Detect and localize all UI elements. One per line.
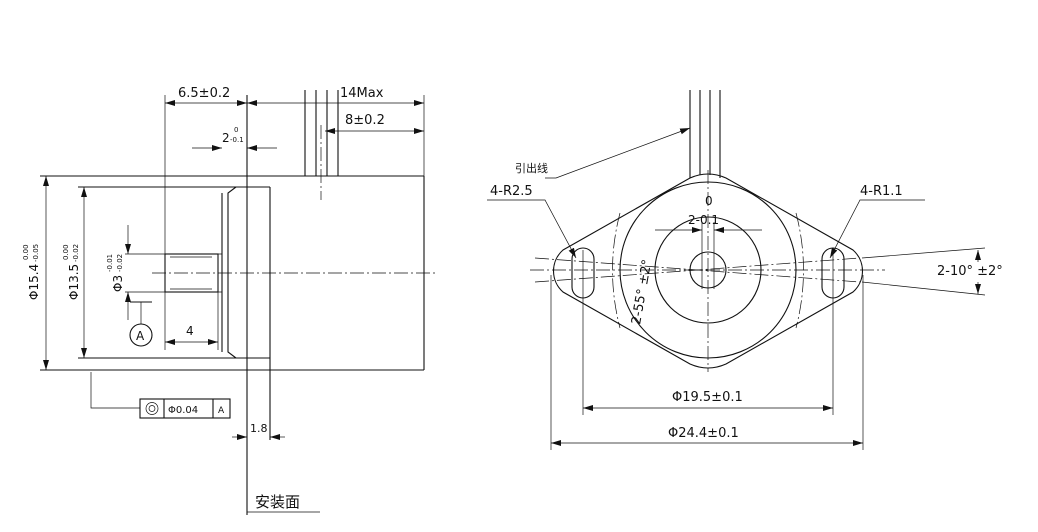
- datum-label: A: [136, 329, 145, 343]
- dim-shaft-dia: Φ3: [111, 275, 125, 292]
- dim-length-max: 14Max: [340, 86, 384, 101]
- feature-control-frame: Φ0.04 A: [90, 372, 231, 419]
- side-view-outline: [40, 95, 437, 515]
- dim-body-dia-lower: -0.05: [32, 244, 40, 262]
- dim-lead-pos: 8±0.2: [345, 113, 385, 128]
- dim-mount-thk: 1.8: [250, 422, 268, 435]
- front-lead-wires: [689, 90, 721, 178]
- dim-body-dia: Φ15.4: [27, 264, 41, 300]
- dim-shaft-dia-upper: -0.01: [106, 254, 114, 272]
- dim-body-dia-upper: 0.00: [22, 244, 30, 260]
- shaft-flat-upper: 0: [705, 194, 713, 208]
- dim-shaft-dia-lower: -0.02: [116, 254, 124, 272]
- slot-inner-radius-label: 4-R1.1: [860, 184, 903, 199]
- hole-pitch-label: Φ19.5±0.1: [672, 390, 743, 405]
- shaft-flat-label: 2-0.1: [688, 213, 719, 227]
- lead-wire-label: 引出线: [515, 161, 548, 175]
- tolerance-datum: A: [218, 406, 225, 416]
- slot-radius-label: 4-R2.5: [490, 184, 533, 199]
- concentricity-icon: [145, 402, 159, 415]
- dim-flange-offset: 6.5±0.2: [178, 86, 230, 101]
- slot-angle-label: 2-10° ±2°: [937, 264, 1003, 279]
- dim-boss-dia-lower: -0.02: [72, 244, 80, 262]
- dim-shaft-len: 4: [186, 324, 194, 338]
- front-view: 引出线 4-R2.5 4-R1.1 0 2-0.1 2-55° ±2° 2-10…: [487, 90, 1003, 450]
- dim-flange-thk: 2: [222, 131, 230, 145]
- flange-outline: [530, 170, 885, 372]
- datum-a: A: [129, 301, 153, 347]
- side-view: 6.5±0.2 14Max 8±0.2 2 0 -0.1 Φ15.4 0.00 …: [22, 86, 437, 515]
- dim-boss-dia: Φ13.5: [67, 264, 81, 300]
- dim-flange-thk-upper: 0: [234, 126, 238, 134]
- flange-width-label: Φ24.4±0.1: [668, 426, 739, 441]
- lead-wires: [304, 90, 339, 200]
- flange-angle-label: 2-55° ±2°: [629, 258, 655, 325]
- dim-boss-dia-upper: 0.00: [62, 244, 70, 260]
- dim-flange-thk-lower: -0.1: [230, 136, 244, 144]
- tolerance-value: Φ0.04: [168, 405, 198, 416]
- mount-surface-label: 安装面: [255, 493, 300, 511]
